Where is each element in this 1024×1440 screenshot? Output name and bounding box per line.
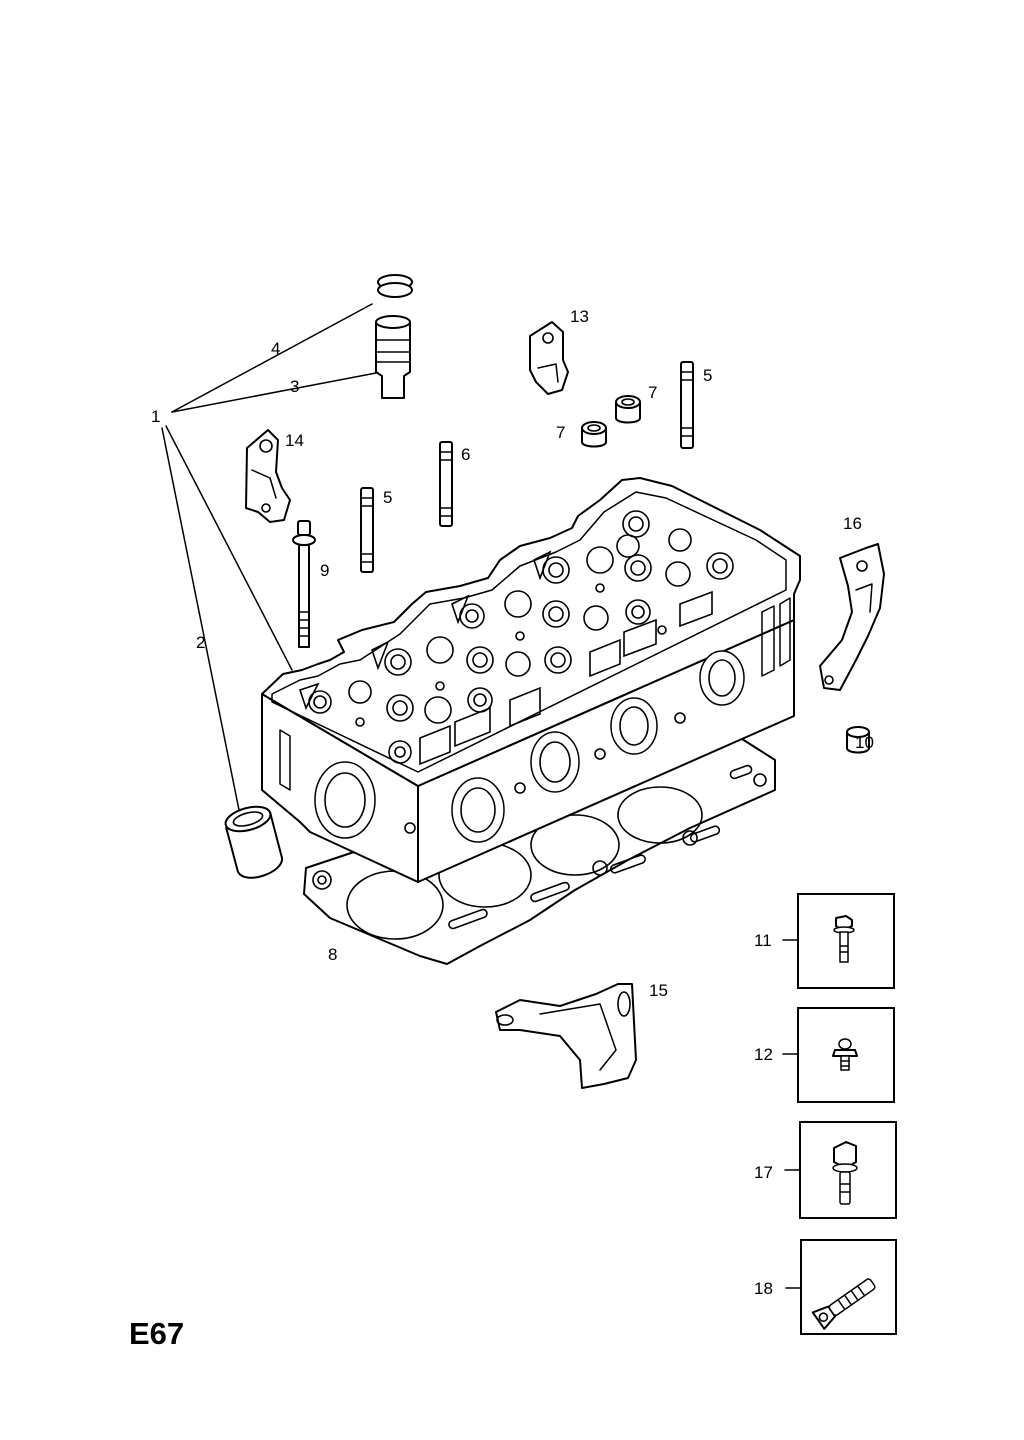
bracket-part-16 [819, 543, 885, 691]
seal-ring-part-4 [377, 274, 413, 298]
callout-10: 10 [855, 733, 874, 752]
camshaft-seal-part-2 [224, 805, 283, 879]
injector-sleeve-part-3 [375, 315, 411, 399]
callout-12: 12 [754, 1045, 773, 1064]
fastener-box-12 [782, 1007, 895, 1103]
callout-1: 1 [151, 407, 160, 426]
fastener-box-11 [782, 893, 895, 989]
callout-5-left: 5 [383, 488, 392, 507]
callout-6: 6 [461, 445, 470, 464]
bracket-part-15 [495, 983, 637, 1089]
callout-18: 18 [754, 1279, 773, 1298]
bracket-part-13 [529, 321, 569, 395]
head-bolt-part-9 [292, 520, 316, 648]
callout-9: 9 [320, 561, 329, 580]
cylinder-head-part-1 [261, 477, 801, 883]
valve-cap-part-7a [581, 421, 607, 448]
plug-part-10 [846, 726, 870, 754]
valve-cap-part-7b [615, 395, 641, 424]
fastener-box-18 [785, 1239, 897, 1335]
bracket-part-14 [245, 429, 291, 523]
stud-part-5-left [360, 487, 374, 573]
callout-4: 4 [271, 339, 280, 358]
callout-17: 17 [754, 1163, 773, 1182]
callout-5-right: 5 [703, 366, 712, 385]
callout-2: 2 [196, 633, 205, 652]
callout-15: 15 [649, 981, 668, 1000]
stud-part-5-right [680, 361, 694, 449]
callout-3: 3 [290, 377, 299, 396]
callout-1-leaders [161, 303, 377, 816]
callout-11: 11 [754, 931, 772, 950]
callout-7-right: 7 [648, 383, 657, 402]
callout-16: 16 [843, 514, 862, 533]
fastener-box-17 [784, 1121, 897, 1219]
callout-7-left: 7 [556, 423, 565, 442]
callout-14: 14 [285, 431, 304, 450]
callout-8: 8 [328, 945, 337, 964]
stud-part-6 [439, 441, 453, 527]
callout-13: 13 [570, 307, 589, 326]
diagram-code: E67 [129, 1316, 184, 1351]
callout-labels: 1 2 3 4 5 5 6 7 7 8 9 10 11 12 13 14 15 … [151, 307, 874, 1298]
